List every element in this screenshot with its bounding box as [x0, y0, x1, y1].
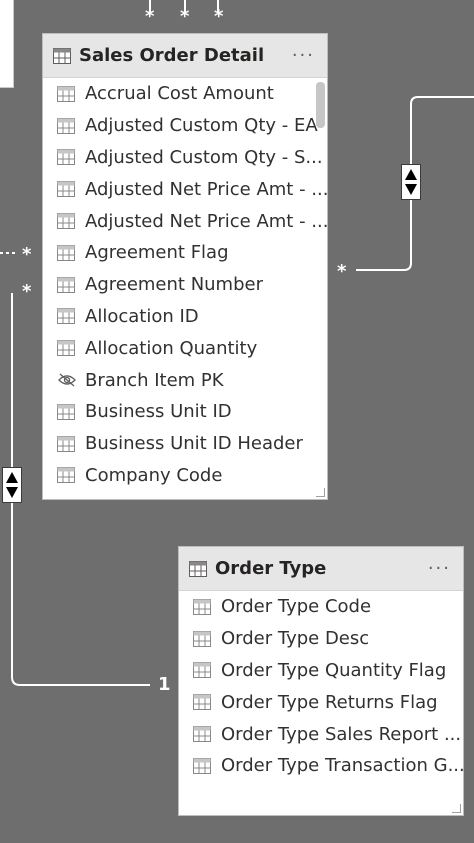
many-marker-right: *: [337, 261, 347, 282]
table-column-icon: [57, 213, 75, 230]
field-name: Order Type Returns Flag: [221, 691, 438, 713]
table-column-icon: [57, 276, 75, 293]
field-row[interactable]: Order Type Desc: [179, 623, 463, 655]
field-row[interactable]: Branch Item PK: [43, 364, 327, 396]
table-column-icon: [57, 308, 75, 325]
table-column-icon: [57, 85, 75, 102]
field-name: Accrual Cost Amount: [85, 83, 274, 105]
sales-order-detail-table-card[interactable]: Sales Order Detail ··· Accrual Cost Amou…: [42, 33, 328, 500]
table-title: Sales Order Detail: [79, 45, 265, 66]
table-column-icon: [57, 340, 75, 357]
field-row[interactable]: Business Unit ID Header: [43, 428, 327, 460]
field-row[interactable]: Order Type Quantity Flag: [179, 655, 463, 687]
field-row[interactable]: Order Type Code: [179, 591, 463, 623]
many-marker-top-1: *: [145, 6, 155, 27]
table-column-icon: [193, 630, 211, 647]
table-column-icon: [193, 757, 211, 774]
many-marker-left-1: *: [22, 244, 32, 265]
many-marker-top-3: *: [214, 6, 224, 27]
field-name: Order Type Desc: [221, 628, 370, 650]
table-column-icon: [57, 117, 75, 134]
table-title: Order Type: [215, 558, 327, 579]
table-column-icon: [57, 467, 75, 484]
field-row[interactable]: Adjusted Custom Qty - EA: [43, 110, 327, 142]
field-row[interactable]: Adjusted Net Price Amt - ...: [43, 173, 327, 205]
hidden-eye-icon: [58, 373, 76, 387]
one-marker: 1: [158, 674, 171, 695]
field-name: Adjusted Custom Qty - EA: [85, 115, 318, 137]
field-name: Company Code: [85, 464, 223, 486]
table-column-icon: [57, 435, 75, 452]
resize-grip[interactable]: [452, 804, 461, 813]
field-name: Order Type Sales Report ...: [221, 723, 462, 745]
table-header[interactable]: Sales Order Detail ···: [43, 34, 327, 78]
field-name: Adjusted Net Price Amt - ...: [85, 178, 327, 200]
field-name: Order Type Quantity Flag: [221, 659, 447, 681]
field-row[interactable]: Allocation Quantity: [43, 332, 327, 364]
field-row[interactable]: Accrual Cost Amount: [43, 78, 327, 110]
scrollbar-thumb[interactable]: [316, 82, 325, 128]
field-row[interactable]: Company Code: [43, 460, 327, 492]
resize-grip[interactable]: [316, 488, 325, 497]
table-column-icon: [193, 694, 211, 711]
table-column-icon: [193, 598, 211, 615]
field-name: Order Type Transaction G...: [221, 755, 463, 777]
field-name: Branch Item PK: [85, 369, 224, 391]
table-column-icon: [57, 403, 75, 420]
many-marker-left-2: *: [22, 281, 32, 302]
many-marker-top-2: *: [180, 6, 190, 27]
field-name: Adjusted Net Price Amt - ...: [85, 210, 327, 232]
field-name: Agreement Number: [85, 274, 263, 296]
field-row[interactable]: Agreement Number: [43, 269, 327, 301]
table-column-icon: [57, 181, 75, 198]
field-row[interactable]: Agreement Flag: [43, 237, 327, 269]
cross-filter-toggle-left[interactable]: [2, 467, 22, 503]
field-name: Allocation ID: [85, 305, 199, 327]
field-name: Order Type Code: [221, 596, 372, 618]
field-row[interactable]: Order Type Returns Flag: [179, 686, 463, 718]
bidirectional-arrow-icon: [405, 169, 417, 195]
field-name: Allocation Quantity: [85, 337, 258, 359]
bidirectional-arrow-icon: [6, 472, 18, 498]
table-column-icon: [57, 244, 75, 261]
table-column-icon: [57, 149, 75, 166]
field-row[interactable]: Order Type Transaction G...: [179, 750, 463, 782]
offscreen-table-card[interactable]: [0, 0, 14, 88]
field-name: Business Unit ID: [85, 401, 232, 423]
more-options-button[interactable]: ···: [427, 558, 451, 579]
field-row[interactable]: Adjusted Net Price Amt - ...: [43, 205, 327, 237]
table-column-icon: [193, 726, 211, 743]
more-options-button[interactable]: ···: [291, 45, 315, 66]
table-header[interactable]: Order Type ···: [179, 547, 463, 591]
field-row[interactable]: Allocation ID: [43, 301, 327, 333]
field-row[interactable]: Business Unit ID: [43, 396, 327, 428]
field-name: Agreement Flag: [85, 242, 229, 264]
cross-filter-toggle-right[interactable]: [401, 164, 421, 200]
table-icon: [189, 560, 207, 577]
field-row[interactable]: Adjusted Custom Qty - S...: [43, 142, 327, 174]
table-column-icon: [193, 662, 211, 679]
field-row[interactable]: Order Type Sales Report ...: [179, 718, 463, 750]
table-icon: [53, 47, 71, 64]
field-name: Business Unit ID Header: [85, 433, 303, 455]
field-name: Adjusted Custom Qty - S...: [85, 146, 323, 168]
